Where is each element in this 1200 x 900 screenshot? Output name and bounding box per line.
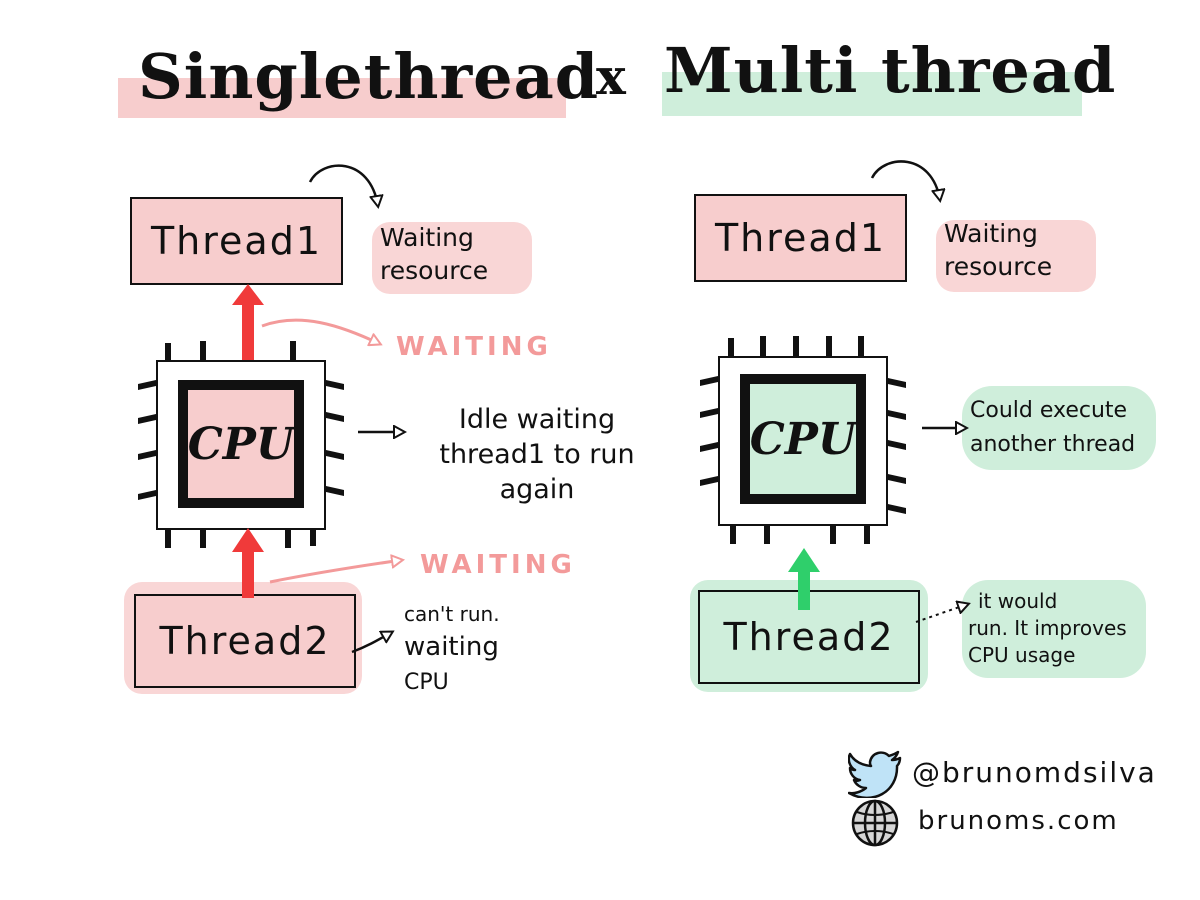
multi-thread2-note: it would run. It improves CPU usage [968,588,1127,669]
single-waiting-top-connector [261,318,380,344]
multi-cpu-pins [700,336,906,544]
note-line: can't run. [404,602,500,626]
multi-cpu-note-highlight [962,386,1156,470]
multi-cpu-label: CPU [749,413,857,465]
note-line: another thread [970,432,1136,458]
note-line: Could execute [970,398,1128,423]
multi-green-arrow [788,548,820,610]
note-line: Waiting [944,219,1038,248]
single-red-arrows [232,284,264,598]
note-line: Idle waiting [458,404,616,435]
title-right-highlight [662,72,1082,116]
note-line: waiting [404,632,499,662]
single-waiting-bottom-label: WAITING [420,550,576,580]
note-line: thread1 to run [439,439,635,471]
single-cpu-note: Idle waiting thread1 to run again [432,402,642,507]
note-line: resource [944,251,1053,281]
single-thread2-note: can't run. waiting CPU [404,600,500,699]
multi-thread1-curve-arrow [870,160,940,200]
note-line: run. It improves [968,616,1127,640]
single-thread1-curve-arrow [308,164,378,206]
multi-cpu-core: CPU [740,374,866,504]
multi-thread2-note-arrow [915,604,968,623]
multi-thread1-note-highlight [936,220,1096,292]
single-waiting-bottom-connector [269,560,402,584]
title-singlethread: Singlethread [138,40,600,113]
single-thread2-note-arrow [351,632,392,654]
single-thread1-note-highlight [372,222,532,294]
twitter-handle[interactable]: @brunomdsilva [912,756,1157,789]
twitter-bird-icon [848,750,902,798]
multi-cpu-note: Could execute another thread [970,394,1135,462]
title-multithread: Multi thread [664,34,1117,107]
title-left-highlight [118,78,566,118]
single-cpu-chip: CPU [156,360,326,530]
note-line: it would [978,589,1058,613]
multi-thread2-note-highlight [962,580,1146,678]
multi-thread1-box: Thread1 [694,194,907,282]
note-line: CPU usage [968,643,1076,667]
title-separator: x [596,47,627,106]
single-cpu-label: CPU [187,418,295,470]
note-line: CPU [404,669,449,695]
single-thread1-box: Thread1 [130,197,343,285]
single-waiting-top-label: WAITING [396,332,552,362]
multi-cpu-chip: CPU [718,356,888,526]
note-line: resource [380,255,489,285]
note-line: again [499,474,575,506]
note-line: Waiting [380,223,474,252]
single-cpu-core: CPU [178,380,304,508]
single-cpu-pins [138,341,344,548]
single-thread1-note: Waiting resource [380,222,488,287]
website-link[interactable]: brunoms.com [918,806,1119,836]
globe-icon [851,799,899,847]
multi-thread1-note: Waiting resource [944,218,1052,283]
